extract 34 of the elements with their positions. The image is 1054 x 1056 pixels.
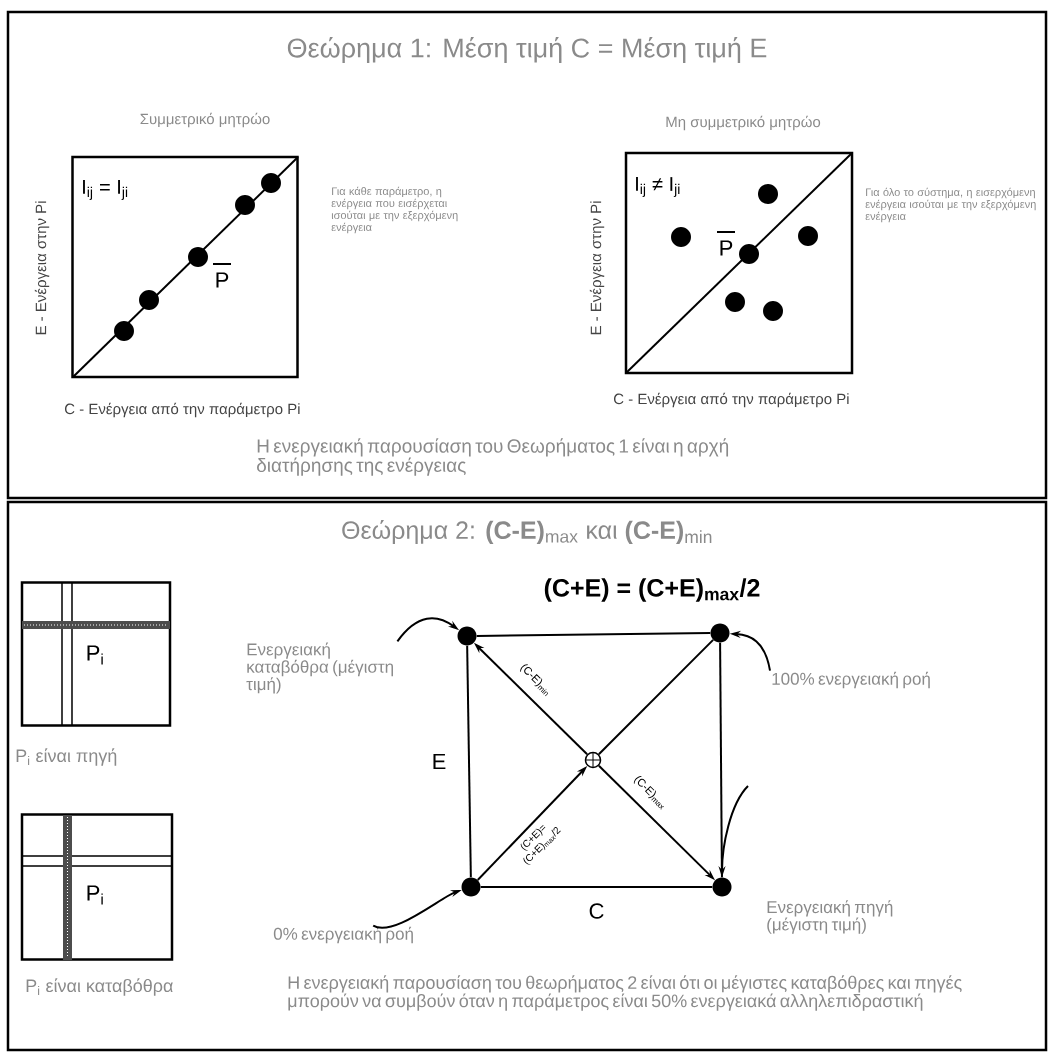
- annotation: 100% ενεργειακή ροή: [772, 671, 930, 689]
- note: Η ενεργειακή παρουσίαση του Θεωρήματος 1 είναι η αρχή διατήρησης της ενέργειας: [257, 438, 729, 476]
- formula: I$_{ij}$ = I$_{ji}$: [83, 180, 128, 200]
- point-label: P: [720, 240, 733, 256]
- dot: [710, 623, 730, 643]
- panel: [6, 10, 1048, 500]
- formula: I$_{ij}$ ≠ I$_{ji}$: [636, 177, 680, 197]
- note: Για κάθε παράμετρο, η ενέργεια που εισέρχεται ισούται με την εξερχόμενη ενέργεια: [331, 186, 458, 234]
- axis-label: E - Ενέργεια στην Pi: [34, 201, 50, 335]
- subtitle: Μη συμμετρικό μητρώο: [666, 115, 821, 131]
- axis-label: C - Ενέργεια από την παράμετρο Pi: [64, 402, 300, 418]
- heading: Θεώρημα 2: (C-E)$_{max}$ και (C-E)$_{min}$: [342, 520, 712, 544]
- dot: [457, 626, 477, 646]
- text-label: P$_{i}$ είναι καταβόθρα: [26, 978, 173, 996]
- point-label: P: [216, 272, 229, 288]
- annotation: 0% ενεργειακή ροή: [273, 926, 413, 944]
- matrix-label: P$_{i}$: [87, 885, 103, 905]
- edge-label: C: [587, 902, 606, 920]
- annotation: Ενεργειακή πηγή (μέγιστη τιμή): [767, 900, 893, 934]
- matrix-label: P$_{i}$: [87, 645, 103, 665]
- edge-label: E: [430, 752, 448, 771]
- dot: [712, 877, 732, 897]
- panel: [6, 500, 1048, 1052]
- annotation: Ενεργειακή καταβόθρα (μέγιστη τιμή): [246, 642, 393, 694]
- open-circle: [584, 751, 602, 769]
- axis-label: E - Ενέργεια στην Pi: [589, 201, 605, 335]
- text-label: P$_{i}$ είναι πηγή: [16, 748, 117, 766]
- subtitle: Συμμετρικό μητρώο: [140, 112, 270, 128]
- heading: Θεώρημα 1: Μέση τιμή C = Μέση τιμή E: [287, 37, 767, 63]
- formula: (C+E) = (C+E)$_{max}$/2: [544, 578, 760, 602]
- axis-label: C - Ενέργεια από την παράμετρο Pi: [614, 392, 849, 408]
- dot: [461, 877, 481, 897]
- note: Η ενεργειακή παρουσίαση του θεωρήματος 2 είναι ότι οι μέγιστες καταβόθρες και πηγές μπορούν να συμβούν όταν η παράμετρος είναι 50% ενεργειακά αλληλεπιδραστική: [288, 975, 962, 1011]
- note: Για όλο το σύστημα, η εισερχόμενη ενέργεια ισούται με την εξερχόμενη ενέργεια: [865, 187, 1036, 223]
